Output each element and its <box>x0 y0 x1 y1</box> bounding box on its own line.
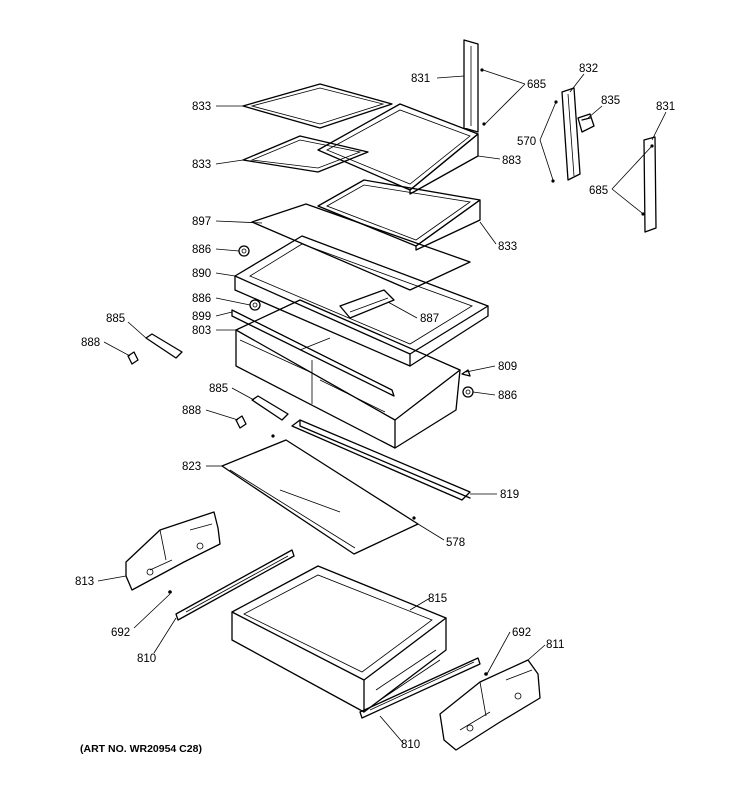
callout-833: 833 <box>498 241 517 253</box>
callout-813: 813 <box>75 576 94 588</box>
crisper-drawers-803 <box>235 299 461 449</box>
callout-885: 885 <box>106 313 125 325</box>
callout-831: 831 <box>411 73 430 85</box>
support-panel-819 <box>291 419 471 501</box>
trim-809 <box>461 369 471 377</box>
callout-886: 886 <box>498 390 517 402</box>
shelf-rail-832 <box>551 87 581 183</box>
rail-bracket-835 <box>577 113 595 133</box>
callout-883: 883 <box>502 155 521 167</box>
callout-578: 578 <box>446 537 465 549</box>
drawer-slide-810-right <box>359 657 481 719</box>
callout-897: 897 <box>192 216 211 228</box>
humidity-knob-886-a <box>238 245 250 257</box>
freezer-bracket-813 <box>125 511 221 591</box>
callout-886: 886 <box>192 293 211 305</box>
humidity-control-887 <box>339 289 395 319</box>
crisper-cover-glass-897 <box>251 203 471 291</box>
callout-833: 833 <box>192 101 211 113</box>
shelf-rail-831-left <box>463 39 486 133</box>
callout-803: 803 <box>192 325 211 337</box>
callout-831: 831 <box>656 101 675 113</box>
slide-end-888-lower <box>235 415 247 429</box>
divider-panel-823 <box>221 434 419 555</box>
callout-685: 685 <box>527 79 546 91</box>
freezer-basket-815 <box>231 565 447 713</box>
callout-692: 692 <box>111 627 130 639</box>
callout-885: 885 <box>209 383 228 395</box>
screw-692-left <box>168 590 172 594</box>
callout-890: 890 <box>192 268 211 280</box>
callout-570: 570 <box>517 136 536 148</box>
glass-shelf-833-top-left <box>242 83 393 129</box>
callout-835: 835 <box>601 95 620 107</box>
humidity-knob-886-b <box>249 299 261 311</box>
callout-810: 810 <box>401 739 420 751</box>
glass-shelf-833-top-right <box>317 103 479 195</box>
callout-888: 888 <box>81 337 100 349</box>
callout-899: 899 <box>192 311 211 323</box>
callout-832: 832 <box>579 63 598 75</box>
callout-692: 692 <box>512 627 531 639</box>
callout-810: 810 <box>137 653 156 665</box>
callout-887: 887 <box>420 313 439 325</box>
humidity-knob-886-c <box>462 386 474 398</box>
leader-lines <box>97 69 667 745</box>
shelf-rail-831-right <box>641 136 657 233</box>
callout-888: 888 <box>182 405 201 417</box>
callout-886: 886 <box>192 244 211 256</box>
callout-819: 819 <box>500 489 519 501</box>
callout-685: 685 <box>589 185 608 197</box>
callout-833: 833 <box>192 159 211 171</box>
slide-885-lower <box>251 395 289 421</box>
callout-823: 823 <box>182 461 201 473</box>
callout-809: 809 <box>498 361 517 373</box>
glass-shelf-833-middle-right <box>317 179 481 251</box>
art-number-caption: (ART NO. WR20954 C28) <box>80 743 202 755</box>
freezer-bracket-811 <box>439 659 541 751</box>
callout-labels: 831 685 832 835 831 570 685 833 833 883 … <box>75 63 675 751</box>
callout-815: 815 <box>428 593 447 605</box>
drawer-slide-810-left <box>175 549 295 621</box>
screw-692-right <box>484 672 488 676</box>
crisper-divider-899 <box>231 309 395 397</box>
glass-shelf-833-middle-left <box>242 135 369 173</box>
callout-811: 811 <box>546 639 564 651</box>
slide-885-upper <box>145 333 183 359</box>
crisper-frame-890 <box>234 235 489 367</box>
slide-end-888-upper <box>127 351 139 365</box>
